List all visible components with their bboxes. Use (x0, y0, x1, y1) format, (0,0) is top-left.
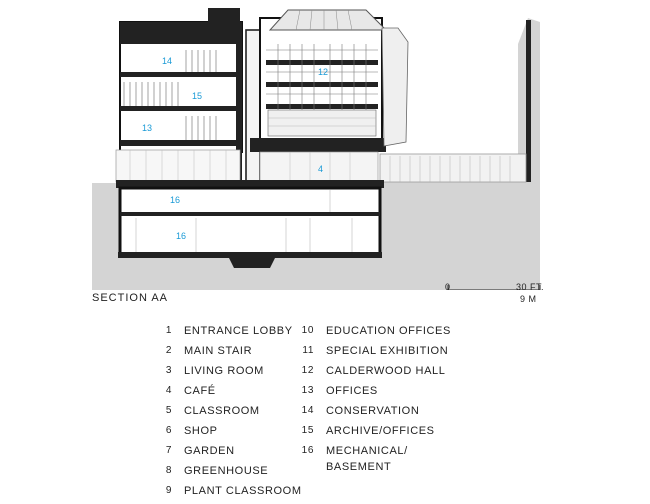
legend-number: 11 (302, 345, 314, 356)
room-number-16-lower: 16 (176, 231, 186, 241)
legend-label: EDUCATION OFFICES (326, 325, 451, 337)
scale-zero: 0 (445, 282, 451, 292)
legend-item: 10 EDUCATION OFFICES (298, 324, 451, 344)
legend-number: 14 (301, 405, 314, 416)
legend-item: 1 ENTRANCE LOBBY (156, 324, 302, 344)
scale-feet: 30 FT. (516, 282, 545, 292)
skylight-lines (295, 9, 353, 31)
hall-floor-slab (250, 138, 386, 152)
legend-number: 13 (301, 385, 314, 396)
legend-item: 7 GARDEN (156, 444, 302, 464)
ground-right (378, 180, 540, 290)
scale-meters: 9 M (520, 294, 537, 304)
ground-left (92, 183, 122, 290)
legend-number: 5 (165, 405, 172, 416)
legend-item: 13 OFFICES (298, 384, 451, 404)
section-title: SECTION AA (92, 292, 169, 304)
neighbor-wall (526, 20, 531, 182)
legend-number: 2 (165, 345, 172, 356)
sump-pit (228, 256, 276, 268)
balcony-3 (266, 60, 378, 65)
legend-number: 10 (301, 325, 314, 336)
room-number-14: 14 (162, 56, 172, 66)
legend-label: MAIN STAIR (184, 345, 253, 357)
legend-number: 1 (165, 325, 172, 336)
ground-floor-mullions (129, 150, 227, 182)
legend-item: 3 LIVING ROOM (156, 364, 302, 384)
legend-label: CALDERWOOD HALL (326, 365, 446, 377)
greenhouse-mullions (389, 156, 511, 182)
legend-number: 9 (165, 485, 172, 496)
room-number-4: 4 (318, 164, 323, 174)
legend-item: 15 ARCHIVE/OFFICES (298, 424, 451, 444)
legend-number: 12 (301, 365, 314, 376)
legend-item: 11 SPECIAL EXHIBITION (298, 344, 451, 364)
hall-east-facade (381, 27, 409, 147)
legend-label: MECHANICAL/ (326, 445, 408, 457)
legend-number: 4 (165, 385, 172, 396)
legend-label: ENTRANCE LOBBY (184, 325, 293, 337)
legend-label-continuation: BASEMENT (326, 461, 392, 473)
basement-right-slab (242, 212, 380, 216)
cafe-mullions (289, 152, 351, 184)
room-number-15: 15 (192, 91, 202, 101)
legend-number: 6 (165, 425, 172, 436)
legend-label: CLASSROOM (184, 405, 260, 417)
cafe-space (259, 151, 379, 185)
basement-floor (118, 252, 382, 258)
room-number-12: 12 (318, 67, 328, 77)
roof-mech (208, 8, 240, 24)
legend-number: 15 (301, 425, 314, 436)
legend-label: CONSERVATION (326, 405, 420, 417)
legend-label: ARCHIVE/OFFICES (326, 425, 435, 437)
legend-label: CAFÉ (184, 385, 216, 397)
slab-14 (120, 72, 238, 77)
legend-label: OFFICES (326, 385, 378, 397)
balcony-1 (266, 104, 378, 109)
hall-skylight (268, 9, 388, 31)
legend-item: 5 CLASSROOM (156, 404, 302, 424)
legend-item: 4 CAFÉ (156, 384, 302, 404)
scale-bar (447, 285, 541, 290)
legend-label: PLANT CLASSROOM (184, 485, 302, 497)
basement-mid-slab (120, 212, 242, 216)
legend-item: 8 GREENHOUSE (156, 464, 302, 484)
facade-windows (123, 50, 217, 140)
legend-label: GARDEN (184, 445, 235, 457)
legend-item: 6 SHOP (156, 424, 302, 444)
grade-slab (116, 180, 384, 188)
legend-label: SPECIAL EXHIBITION (326, 345, 449, 357)
legend-item: 12 CALDERWOOD HALL (298, 364, 451, 384)
basement (118, 186, 382, 258)
legend-number: 3 (165, 365, 172, 376)
legend-item: 16 MECHANICAL/ (298, 444, 451, 460)
left-parapet (120, 22, 242, 44)
room-number-13: 13 (142, 123, 152, 133)
legend-label: LIVING ROOM (184, 365, 264, 377)
legend-number: 7 (165, 445, 172, 456)
slab-15 (120, 106, 238, 111)
room-number-16-upper: 16 (170, 195, 180, 205)
hall-floor (267, 109, 377, 137)
legend-item: 14 CONSERVATION (298, 404, 451, 424)
basement-partitions (135, 190, 353, 252)
legend-label: GREENHOUSE (184, 465, 269, 477)
hall-floor-hatch (268, 117, 376, 127)
legend-item: 2 MAIN STAIR (156, 344, 302, 364)
left-core-wall (236, 22, 242, 212)
legend-label: SHOP (184, 425, 218, 437)
legend-number: 16 (301, 445, 314, 456)
section-drawing: 14 15 13 12 4 16 16 (92, 8, 541, 290)
legend-number: 8 (165, 465, 172, 476)
balcony-2 (266, 82, 378, 87)
legend-item: 9 PLANT CLASSROOM (156, 484, 302, 504)
slab-13 (120, 140, 238, 146)
greenhouse-glass (379, 153, 527, 183)
